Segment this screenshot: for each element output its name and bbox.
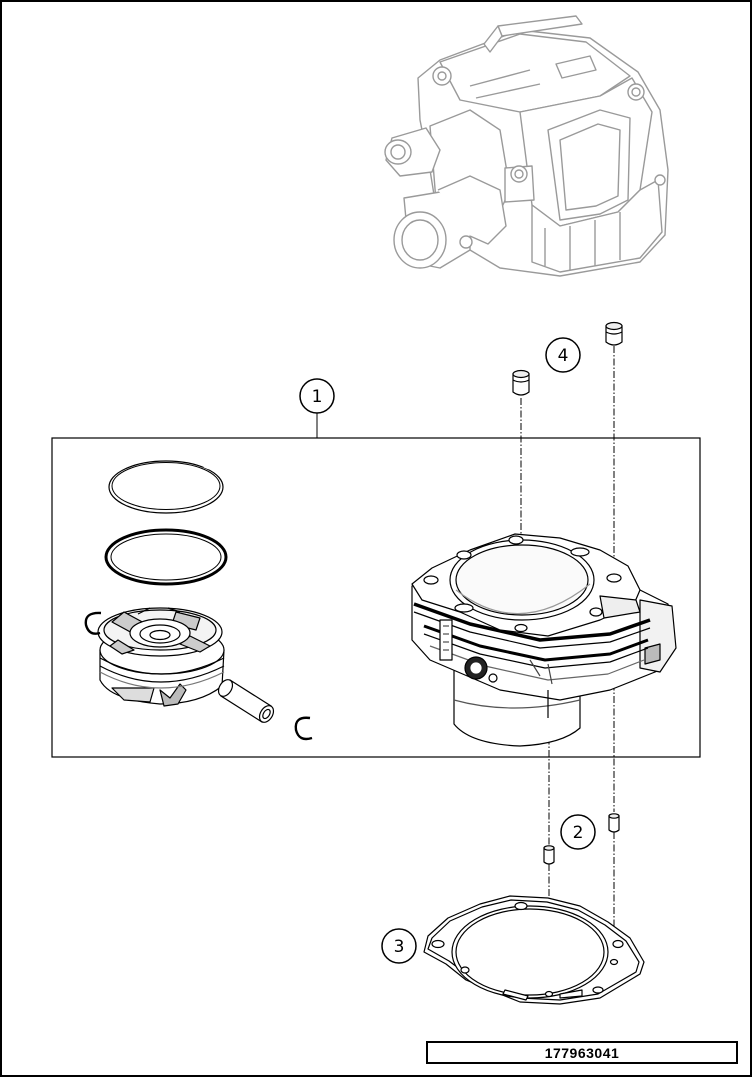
- callout-3-label: 3: [394, 937, 405, 957]
- piston-ring-top: [108, 460, 224, 514]
- callout-4-label: 4: [558, 346, 569, 366]
- callout-1: 1: [299, 378, 335, 414]
- piston-pin-circlip-left: [84, 611, 102, 635]
- callout-1-label: 1: [312, 387, 323, 407]
- dowel-sleeve-upper-right: [605, 321, 623, 346]
- piston-cylinder-kit-frame: [51, 437, 701, 758]
- callout-2-label: 2: [573, 823, 584, 843]
- callout-4: 4: [545, 337, 581, 373]
- piston-pin-circlip-right: [294, 716, 313, 741]
- drawing-part-number: 177963041: [426, 1041, 738, 1064]
- dowel-pin-lower-left: [543, 845, 555, 865]
- piston-pin: [217, 679, 275, 723]
- piston: [97, 607, 225, 707]
- cylinder-head-context-illustration: [384, 15, 669, 277]
- piston-ring-oil: [104, 528, 228, 586]
- dowel-pin-lower-right: [608, 813, 620, 833]
- cylinder: [411, 533, 677, 747]
- callout-3: 3: [381, 928, 417, 964]
- callout-2: 2: [560, 814, 596, 850]
- dowel-sleeve-upper-left: [512, 369, 530, 396]
- cylinder-base-gasket: [423, 895, 645, 1005]
